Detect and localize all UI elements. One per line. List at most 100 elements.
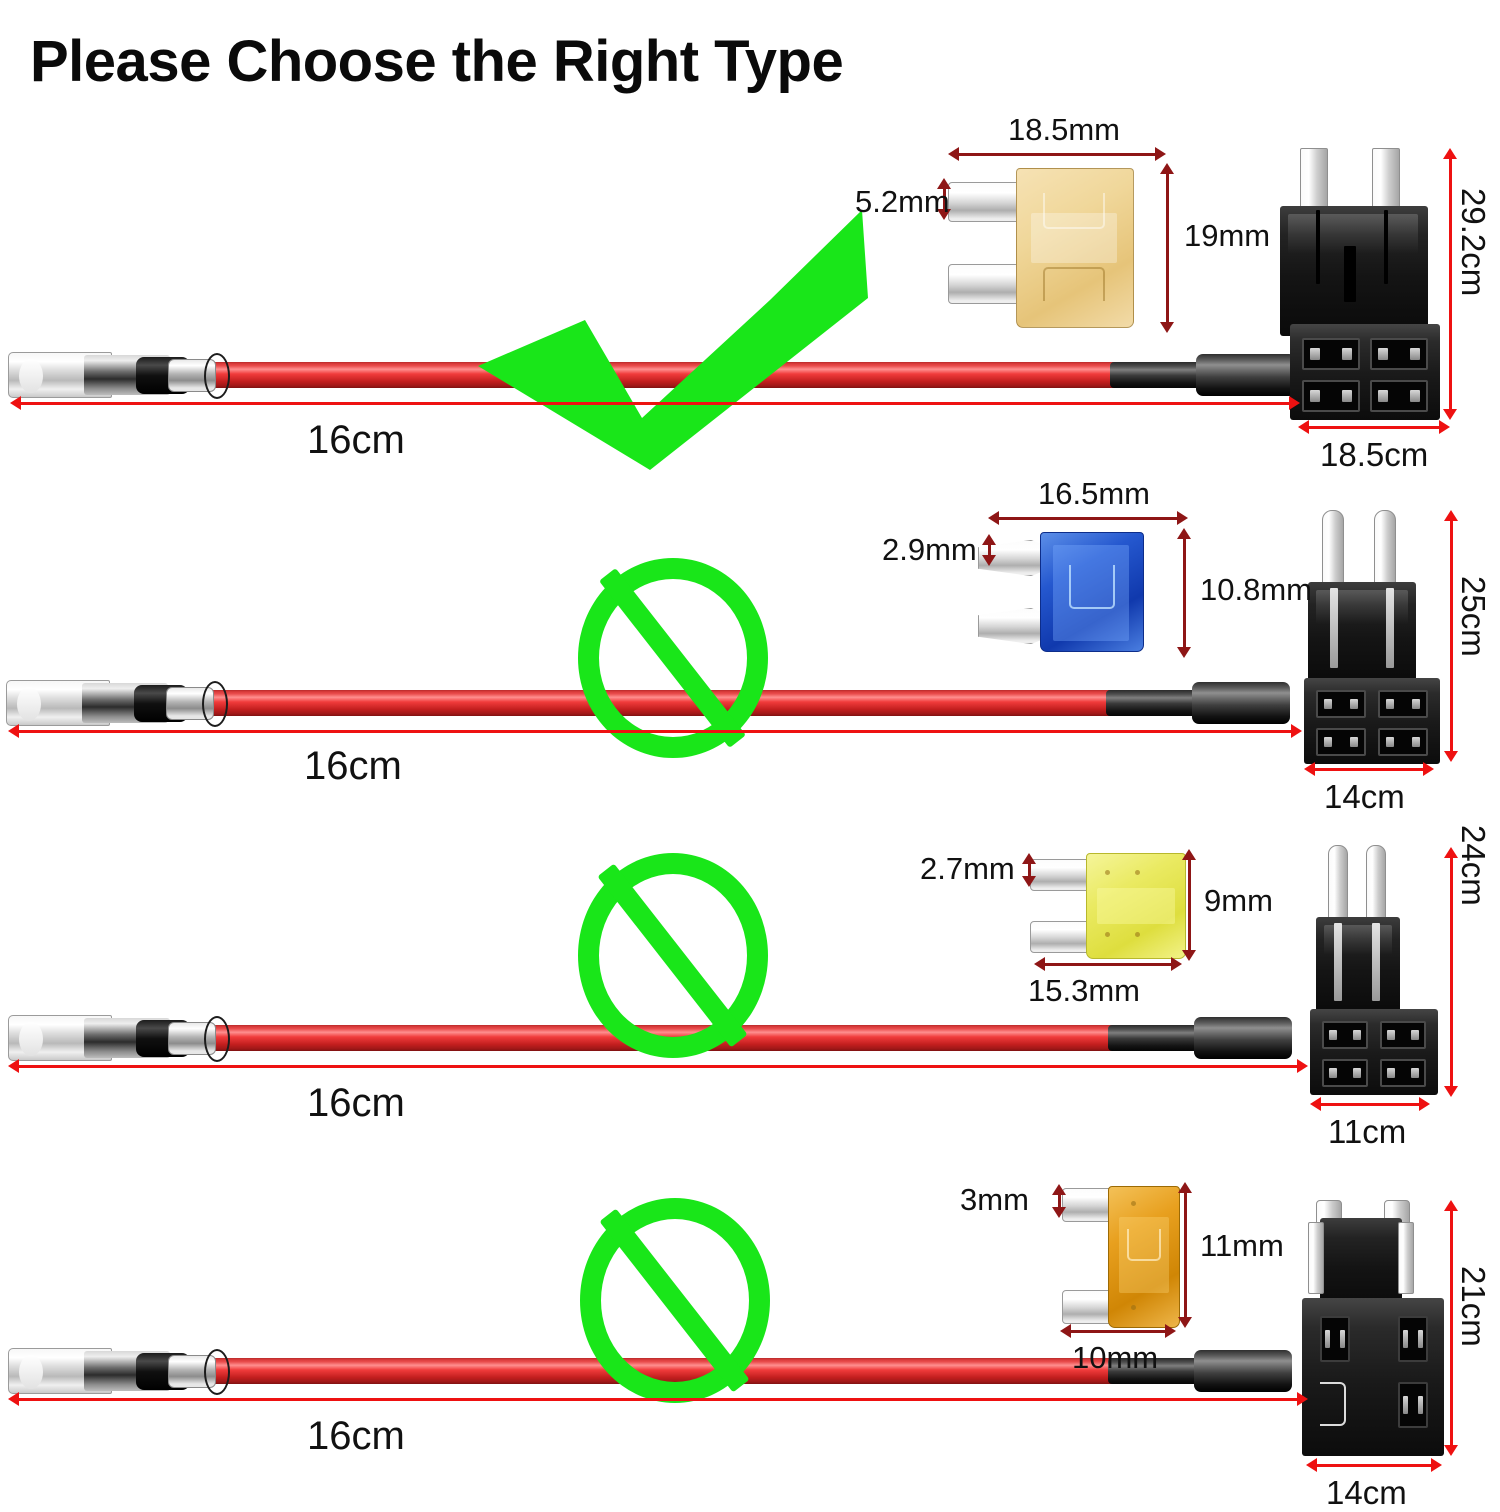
dim-wire-length-label: 16cm: [304, 744, 402, 788]
dim-blade-thickness-label: 5.2mm: [855, 184, 950, 219]
dim-holder-width-arrow: [1304, 762, 1434, 776]
fuse-tap-row-micro2: 2.7mm 9mm 15.3mm 24cm 16cm 11cm: [0, 825, 1500, 1165]
dim-holder-height-label: 25cm: [1455, 576, 1492, 657]
dim-fuse-height-label: 11mm: [1200, 1228, 1284, 1263]
dim-wire-length-arrow: [10, 396, 1300, 410]
fuse-blade-upper: [1030, 859, 1092, 891]
fuse-tap-row-standard-ato: 18.5mm 5.2mm 19mm 29.2cm 16cm 18.5cm: [0, 0, 1500, 480]
dim-holder-height-arrow: [1444, 1200, 1458, 1456]
fuse-window: [1031, 213, 1117, 263]
fuse-element-lower: [1043, 267, 1105, 301]
holder-prong-right: [1366, 845, 1386, 923]
dim-holder-height-label: 21cm: [1455, 1266, 1492, 1347]
fuse-rivet-1: [1131, 1201, 1136, 1206]
dim-wire-length-arrow: [8, 724, 1302, 738]
holder-port-3: [1322, 1059, 1368, 1087]
green-prohibition-icon: [578, 853, 768, 1058]
fuse-micro2: [1030, 853, 1240, 963]
holder-port-2: [1370, 338, 1428, 370]
terminal-ring: [204, 1016, 230, 1062]
dim-blade-thickness-label: 3mm: [960, 1182, 1029, 1217]
green-prohibition-icon: [580, 1198, 770, 1403]
holder-divider-left: [1316, 210, 1320, 284]
wire-boot: [1194, 1017, 1292, 1059]
holder-upper-body: [1320, 1218, 1402, 1308]
dim-holder-width-label: 11cm: [1328, 1113, 1407, 1150]
fuse-body: [1086, 853, 1186, 959]
holder-prong-left: [1328, 845, 1348, 923]
holder-retaining-clip: [1320, 1382, 1346, 1426]
dim-fuse-height-label: 10.8mm: [1200, 572, 1312, 607]
holder-upper-body: [1308, 582, 1416, 686]
dim-holder-height-label: 24cm: [1455, 825, 1492, 906]
dim-blade-thickness-arrow: [937, 178, 951, 220]
dim-holder-width-arrow: [1306, 1458, 1442, 1472]
holder-port-3: [1316, 728, 1366, 756]
dim-fuse-width-arrow: [988, 511, 1188, 525]
dim-fuse-width-arrow: [1034, 957, 1182, 971]
dim-wire-length-arrow: [8, 1392, 1308, 1406]
holder-prong-right: [1374, 510, 1396, 586]
fuse-tap-row-micro3: 3mm 11mm 10mm 21cm 16cm 14cm: [0, 1170, 1500, 1511]
fuse-blade-upper: [948, 182, 1024, 222]
dim-wire-length-label: 16cm: [307, 1414, 405, 1458]
holder-port-1: [1316, 690, 1366, 718]
dim-fuse-width-label: 18.5mm: [1008, 112, 1120, 147]
terminal-ring: [204, 353, 230, 399]
fuse-holder-micro3: [1302, 1200, 1462, 1460]
terminal-ring: [202, 681, 228, 727]
fuse-element: [1127, 1229, 1161, 1261]
holder-prong-left: [1300, 148, 1328, 210]
dim-blade-thickness-arrow: [982, 534, 996, 566]
fuse-rivet-3: [1105, 932, 1110, 937]
holder-side-rail-right: [1398, 1222, 1414, 1294]
dim-wire-length-label: 16cm: [307, 1081, 405, 1125]
fuse-micro3: [1062, 1186, 1222, 1332]
green-prohibition-icon: [578, 558, 768, 758]
holder-divider-right: [1384, 210, 1388, 284]
fuse-rivet-2: [1131, 1305, 1136, 1310]
dim-wire-length-label: 16cm: [307, 418, 405, 462]
fuse-body: [1016, 168, 1134, 328]
holder-port-2: [1378, 690, 1428, 718]
holder-port-1: [1320, 1316, 1350, 1362]
dim-fuse-width-arrow: [948, 147, 1166, 161]
fuse-window: [1097, 888, 1175, 924]
fuse-rivet-2: [1135, 870, 1140, 875]
green-check-icon: [478, 210, 868, 470]
dim-holder-width-label: 14cm: [1324, 778, 1405, 815]
holder-contact-left: [1334, 923, 1342, 1001]
holder-port-3: [1398, 1382, 1428, 1428]
blade-terminal: [6, 674, 236, 732]
holder-prong-right: [1372, 148, 1400, 210]
holder-port-4: [1380, 1059, 1426, 1087]
dim-blade-thickness-arrow: [1052, 1184, 1066, 1218]
dim-fuse-height-arrow: [1178, 1182, 1192, 1328]
dim-holder-width-label: 18.5cm: [1320, 436, 1429, 473]
fuse-holder-micro2: [1308, 845, 1458, 1095]
wire-boot: [1192, 682, 1290, 724]
blade-terminal: [8, 346, 238, 404]
dim-blade-thickness-label: 2.7mm: [920, 851, 1015, 886]
fuse-mini-apm: [978, 532, 1188, 652]
fuse-element: [1043, 193, 1105, 229]
wire-boot: [1194, 1350, 1292, 1392]
dim-fuse-height-arrow: [1177, 528, 1191, 658]
holder-port-3: [1302, 380, 1360, 412]
fuse-rivet-1: [1105, 870, 1110, 875]
blade-terminal: [8, 1009, 238, 1067]
dim-holder-height-arrow: [1443, 148, 1457, 420]
dim-fuse-width-label: 16.5mm: [1038, 476, 1150, 511]
holder-port-1: [1302, 338, 1360, 370]
dim-fuse-height-label: 9mm: [1204, 883, 1273, 918]
dim-holder-height-label: 29.2cm: [1455, 188, 1492, 297]
holder-side-rail-left: [1308, 1222, 1324, 1294]
holder-port-2: [1380, 1021, 1426, 1049]
red-wire-segment: [170, 362, 1130, 388]
holder-upper-body: [1316, 917, 1400, 1017]
wire-boot: [1196, 354, 1296, 396]
dim-fuse-width-arrow: [1060, 1324, 1176, 1338]
dim-blade-thickness-label: 2.9mm: [882, 532, 977, 567]
fuse-window: [1053, 545, 1129, 641]
dim-fuse-height-arrow: [1160, 163, 1174, 333]
